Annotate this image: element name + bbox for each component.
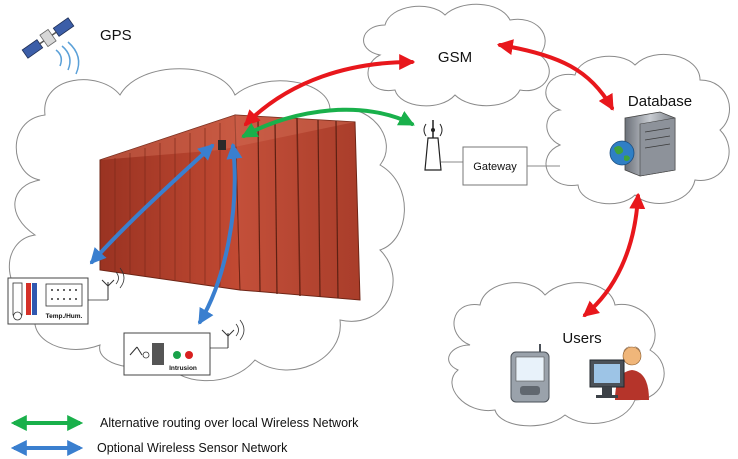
gateway-antenna-icon [423, 120, 463, 171]
container-gsm-arrow [243, 54, 416, 127]
users-label: Users [562, 330, 601, 347]
database-server-icon [609, 111, 676, 177]
gateway-box: Gateway [462, 146, 560, 186]
legend-green-label: Alternative routing over local Wireless … [100, 416, 359, 430]
temp-humidity-sensor: Temp./Hum. [7, 267, 125, 325]
database-label: Database [628, 93, 692, 110]
gsm-links [243, 39, 646, 318]
intrusion-label: Intrusion [169, 365, 197, 372]
sensor-network-links [89, 142, 243, 325]
legend: Alternative routing over local Wireless … [10, 415, 359, 456]
alternative-route-arrow [241, 107, 415, 138]
temp-hum-label: Temp./Hum. [46, 313, 83, 320]
gateway-label: Gateway [473, 161, 517, 173]
user-computer-icon [589, 346, 649, 400]
legend-item-green: Alternative routing over local Wireless … [10, 415, 359, 431]
gsm-database-arrow [496, 39, 614, 111]
legend-blue-label: Optional Wireless Sensor Network [97, 441, 288, 455]
satellite-icon [21, 17, 80, 75]
intrusion-sensor: Intrusion [123, 319, 245, 376]
legend-item-blue: Optional Wireless Sensor Network [10, 440, 288, 456]
intrusion-sensor-arrow [198, 142, 243, 325]
gsm-label: GSM [438, 49, 472, 66]
database-users-arrow [582, 192, 646, 318]
pda-icon [510, 344, 550, 403]
gps-label: GPS [100, 27, 132, 44]
